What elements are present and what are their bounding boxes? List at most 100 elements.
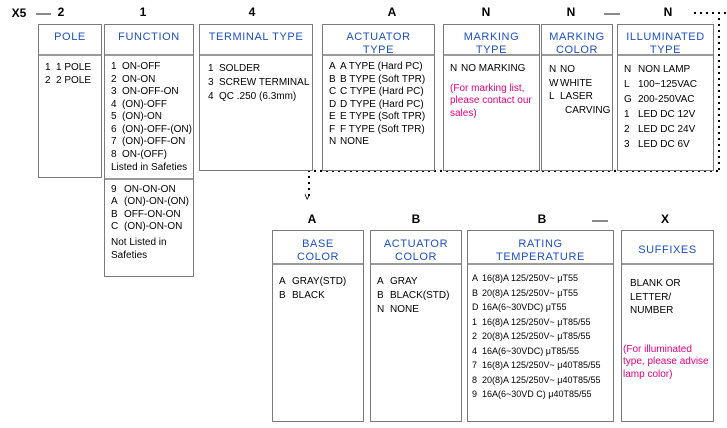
illuminated-type-value: 200-250VAC	[638, 94, 695, 105]
actuator-type-key: B	[329, 73, 336, 85]
suffixes-note-line1: (For illuminated	[623, 343, 692, 355]
list-item: 1 1 POLE	[45, 62, 97, 75]
pole-box: POLE 1 1 POLE 2 2 POLE	[38, 24, 102, 178]
code-function: 1	[139, 5, 147, 19]
actuator-color-title: ACTUATOR COLOR	[371, 231, 461, 265]
actuator-color-value: NONE	[390, 304, 419, 315]
rating-temperature-title-line2: TEMPERATURE	[496, 251, 585, 263]
actuator-type-value: C TYPE (Hard PC)	[340, 86, 424, 97]
actuator-type-key: N	[329, 136, 337, 147]
rating-temperature-key: 9	[472, 389, 478, 399]
marking-type-value: NO MARKING	[461, 63, 526, 74]
illuminated-dash	[604, 13, 620, 15]
terminal-type-key: 3	[208, 77, 214, 88]
rating-temperature-value: 20(8)A 125/250V~ μT55	[482, 287, 579, 298]
suffixes-note-line2: type, please advise	[623, 356, 709, 367]
code-marking-color: N	[566, 5, 576, 19]
base-color-title: BASE COLOR	[273, 231, 363, 265]
function-value: ON-ON	[122, 73, 156, 85]
actuator-type-value: A TYPE (Hard PC)	[340, 61, 423, 72]
function-key: 3	[111, 86, 117, 97]
function-not-listed-note-line1: Not Listed in	[111, 236, 167, 248]
rating-temperature-value: 16(8)A 125/250V~ μT55	[482, 273, 579, 283]
rating-temperature-value: 16(8)A 125/250V~ μ40T85/55	[482, 360, 601, 370]
function-key: 8	[111, 148, 117, 160]
actuator-type-key: D	[329, 98, 337, 110]
function-value: (ON)-ON-(ON)	[124, 196, 189, 207]
code-terminal-type: 4	[248, 5, 256, 19]
code-marking-type: N	[481, 5, 491, 19]
marking-type-title-line2: TYPE	[475, 44, 508, 56]
illuminated-type-key: N	[624, 64, 632, 75]
function-key: A	[111, 196, 118, 207]
prefix-dash	[36, 13, 51, 15]
list-item: G 200-250VAC	[624, 92, 709, 107]
illuminated-type-key: 3	[624, 139, 630, 150]
actuator-color-value: BLACK(STD)	[390, 290, 450, 301]
list-item: 4(ON)-OFF	[111, 99, 189, 112]
pole-title: POLE	[39, 25, 101, 56]
list-item: 1 SOLDER	[208, 62, 308, 76]
base-color-key: A	[279, 276, 286, 287]
function-key: 7	[111, 136, 117, 147]
marking-color-value: LASER	[560, 91, 593, 102]
function-key: 1	[111, 61, 117, 72]
list-item: 8 ON-(OFF)	[111, 149, 189, 162]
wrap-connector-bottom	[308, 170, 720, 172]
marking-type-note-line3: sales)	[450, 107, 477, 119]
marking-color-key: N	[549, 64, 557, 75]
suffixes-line1: BLANK OR	[630, 278, 681, 289]
illuminated-type-key: 2	[624, 124, 630, 135]
function-value: ON-(OFF)	[122, 148, 167, 160]
terminal-type-value: SOLDER	[219, 63, 261, 74]
terminal-type-key: 1	[208, 63, 214, 74]
base-color-title-line2: COLOR	[296, 251, 340, 263]
marking-type-note-line2: please contact our	[450, 95, 532, 106]
function-key: C	[111, 221, 119, 232]
terminal-type-title: TERMINAL TYPE	[200, 25, 312, 56]
list-item: B B TYPE (Soft TPR)	[329, 74, 430, 87]
actuator-type-key: F	[329, 123, 336, 135]
actuator-type-value: F TYPE (Soft TPR)	[340, 123, 425, 135]
illuminated-type-key: G	[624, 94, 632, 105]
actuator-type-value: NONE	[340, 136, 369, 147]
list-item: 3 ON-OFF-ON	[111, 86, 189, 99]
rating-temperature-key: 4	[472, 345, 478, 356]
pole-value: 1 POLE	[56, 62, 92, 73]
suffixes-box: SUFFIXES BLANK OR LETTER/ NUMBER (For il…	[621, 230, 714, 422]
marking-color-title-line2: COLOR	[555, 44, 599, 56]
list-item: A (ON)-ON-(ON)	[111, 196, 189, 209]
illuminated-type-key: L	[624, 79, 630, 90]
rating-temperature-key: D	[472, 302, 479, 312]
suffixes-note-line3: lamp color)	[623, 368, 673, 380]
actuator-color-key: A	[377, 276, 384, 287]
rating-temperature-value: 16A(6~30VDC) μT55	[482, 302, 567, 312]
function-not-listed-note-line2: Safeties	[111, 250, 148, 261]
actuator-type-value: B TYPE (Soft TPR)	[340, 73, 426, 85]
pole-key: 1	[45, 62, 51, 73]
suffixes-line3: NUMBER	[630, 305, 674, 316]
base-color-value: GRAY(STD)	[292, 276, 347, 287]
function-key: 9	[111, 183, 117, 195]
rating-temperature-value: 20(8)A 125/250V~ μT85/55	[482, 331, 591, 341]
base-color-title-line1: BASE	[302, 238, 334, 250]
function-value: ON-OFF-ON	[122, 86, 179, 97]
pole-key: 2	[45, 74, 51, 86]
